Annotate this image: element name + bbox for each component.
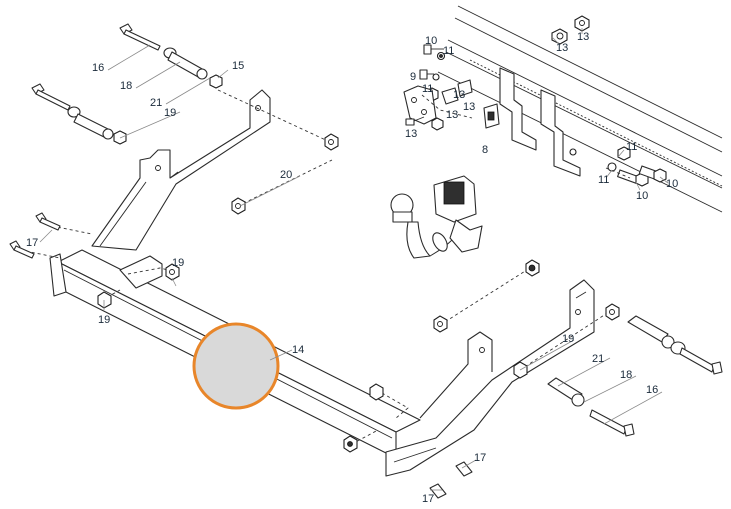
label-11-right-top: 11 (626, 141, 637, 153)
tow-ball-and-socket (390, 175, 483, 259)
vehicle-chassis-rail (437, 5, 723, 213)
label-17-left: 17 (26, 237, 38, 249)
main-cross-beam (49, 89, 595, 477)
label-19-mid: 19 (172, 257, 184, 269)
label-17-right: 17 (474, 452, 486, 464)
label-10-right-lower: 10 (636, 190, 648, 202)
label-14: 14 (292, 344, 304, 356)
label-13-f: 13 (577, 31, 589, 43)
label-19-lower-left: 19 (98, 314, 110, 326)
label-18-right: 18 (620, 369, 632, 381)
label-11-top: 11 (443, 45, 454, 57)
label-10-right-upper: 10 (666, 178, 678, 190)
label-13-e: 13 (556, 42, 568, 54)
label-15: 15 (232, 60, 244, 72)
label-21-left: 21 (150, 97, 162, 109)
label-13-b: 13 (446, 109, 458, 121)
label-18-left: 18 (120, 80, 132, 92)
label-13-c: 13 (463, 101, 475, 113)
label-16-left: 16 (92, 62, 104, 74)
label-16-right: 16 (646, 384, 658, 396)
label-19-upper: 19 (164, 107, 176, 119)
label-11-right-bottom: 11 (598, 174, 609, 186)
label-8: 8 (482, 144, 488, 156)
label-21-right: 21 (592, 353, 604, 365)
highlight-marker (192, 322, 280, 410)
label-13-a: 13 (453, 89, 465, 101)
label-17-bottom: 17 (422, 493, 434, 505)
label-10-top: 10 (425, 35, 437, 47)
label-11-mid: 11 (422, 83, 433, 95)
label-13-d: 13 (405, 128, 417, 140)
label-9: 9 (410, 71, 416, 83)
right-bolt-stack (343, 259, 723, 499)
part-number-labels: 16 18 15 21 19 20 17 19 19 14 19 21 18 1… (26, 31, 678, 505)
chassis-hardware (403, 15, 667, 187)
left-bolt-stack (9, 23, 339, 309)
label-20: 20 (280, 169, 292, 181)
leader-lines (39, 28, 669, 491)
label-19-right: 19 (562, 333, 574, 345)
